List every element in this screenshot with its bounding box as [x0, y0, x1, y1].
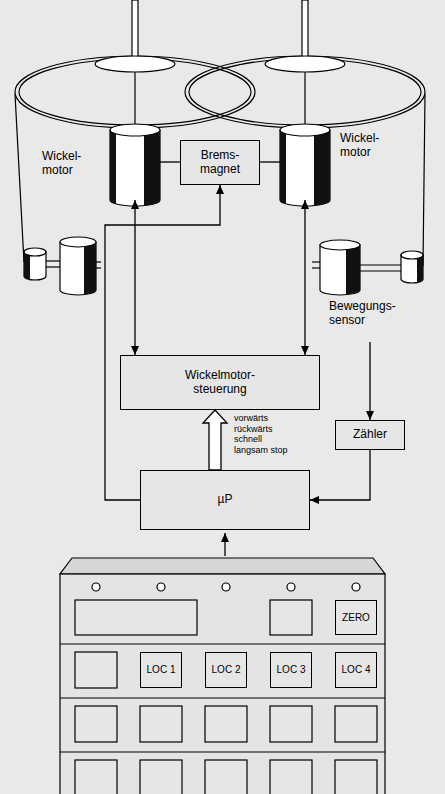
- tape: [15, 94, 425, 266]
- line-shape: [96, 267, 101, 268]
- signal-line: [310, 450, 370, 500]
- node-text: Wickel- motor: [340, 132, 402, 160]
- rect-shape: [270, 706, 312, 742]
- circle-shape: [157, 583, 165, 591]
- rect-shape: [335, 760, 377, 794]
- path-shape: [110, 130, 160, 206]
- rect-shape: [75, 760, 117, 794]
- line-shape: [15, 94, 24, 262]
- ellipse-shape: [110, 124, 160, 136]
- panel-key: ZERO: [335, 600, 377, 635]
- line-shape: [96, 261, 101, 262]
- rect-shape: [140, 760, 182, 794]
- tape-reel: [15, 56, 425, 128]
- counter-box: Zähler: [335, 420, 405, 450]
- rect-shape: [270, 760, 312, 794]
- rect-shape: [75, 652, 117, 688]
- sensor-cylinder: [312, 240, 423, 295]
- circle-shape: [92, 583, 100, 591]
- rect-shape: [270, 600, 312, 635]
- path-shape: [314, 130, 330, 206]
- rect-shape: [60, 574, 385, 794]
- signal-line: [260, 161, 280, 162]
- signal-line: [160, 161, 180, 162]
- panel-key: LOC 3: [270, 652, 312, 688]
- panel-to-cpu-arrow: [224, 533, 225, 556]
- motor-control-box: Wickelmotor- steuerung: [120, 355, 320, 410]
- rect-shape: [205, 706, 247, 742]
- signal-line: [369, 342, 370, 420]
- node-text: LOC 2: [212, 664, 241, 676]
- ellipse-shape: [24, 248, 46, 256]
- rect-shape: [205, 760, 247, 794]
- path-shape: [417, 255, 423, 282]
- node-text: ZERO: [342, 612, 370, 624]
- command-arrow: [203, 410, 227, 470]
- line-shape: [46, 266, 60, 267]
- circle-shape: [352, 583, 360, 591]
- path-shape: [280, 130, 330, 206]
- node-text: LOC 1: [147, 664, 176, 676]
- signal-label: vorwärts rückwärts schnell langsam stop: [234, 413, 292, 455]
- winding-motor: Wickel- motor: [280, 128, 405, 200]
- path-shape: [24, 252, 30, 279]
- path-shape: [60, 242, 96, 295]
- sensor-cylinder: [24, 237, 101, 295]
- line-shape: [360, 270, 401, 271]
- path-shape: [280, 130, 286, 204]
- node-text: Brems- magnet: [189, 149, 251, 177]
- control-panel: [60, 558, 385, 794]
- node-text: Wickel- motor: [42, 150, 104, 178]
- line-shape: [134, 72, 135, 125]
- ellipse-shape: [60, 237, 96, 247]
- spindle: [95, 0, 345, 125]
- line-shape: [360, 264, 401, 265]
- rect-shape: [140, 706, 182, 742]
- path-shape: [320, 245, 360, 295]
- line-shape: [304, 72, 305, 125]
- path-shape: [346, 245, 360, 294]
- signal-line: [134, 200, 135, 355]
- motion-sensor: Bewegungs- sensor: [315, 240, 420, 342]
- path-shape: [110, 130, 116, 204]
- ellipse-shape: [280, 124, 330, 136]
- rect-shape: [75, 706, 117, 742]
- path-shape: [60, 558, 385, 574]
- line-shape: [60, 643, 385, 644]
- path-shape: [144, 130, 160, 206]
- rect-shape: [75, 600, 197, 635]
- brake-magnet-box: Brems- magnet: [180, 140, 260, 185]
- node-text: µP: [218, 493, 233, 507]
- path-shape: [84, 242, 96, 294]
- microprocessor-box: µP: [140, 470, 310, 530]
- line-shape: [46, 260, 60, 261]
- node-text: Wickelmotor- steuerung: [158, 369, 283, 397]
- line-shape: [60, 751, 385, 752]
- rect-shape: [335, 706, 377, 742]
- node-text: LOC 3: [277, 664, 306, 676]
- ellipse-shape: [401, 251, 423, 259]
- line-shape: [312, 267, 320, 268]
- circle-shape: [287, 583, 295, 591]
- ellipse-shape: [95, 56, 175, 72]
- line-shape: [60, 697, 385, 698]
- line-shape: [312, 261, 320, 262]
- node-text: LOC 4: [342, 664, 371, 676]
- panel-key: LOC 1: [140, 652, 182, 688]
- line-shape: [423, 94, 425, 266]
- signal-line: [304, 200, 305, 355]
- node-text: Bewegungs- sensor: [329, 300, 405, 328]
- panel-key: LOC 2: [205, 652, 247, 688]
- ellipse-shape: [265, 56, 345, 72]
- panel-key: LOC 4: [335, 652, 377, 688]
- winding-motor: Wickel- motor: [40, 128, 160, 200]
- ellipse-shape: [320, 240, 360, 250]
- signal-line: [105, 185, 220, 500]
- circle-shape: [222, 583, 230, 591]
- node-text: Zähler: [353, 428, 387, 442]
- ellipse-shape: [185, 56, 425, 128]
